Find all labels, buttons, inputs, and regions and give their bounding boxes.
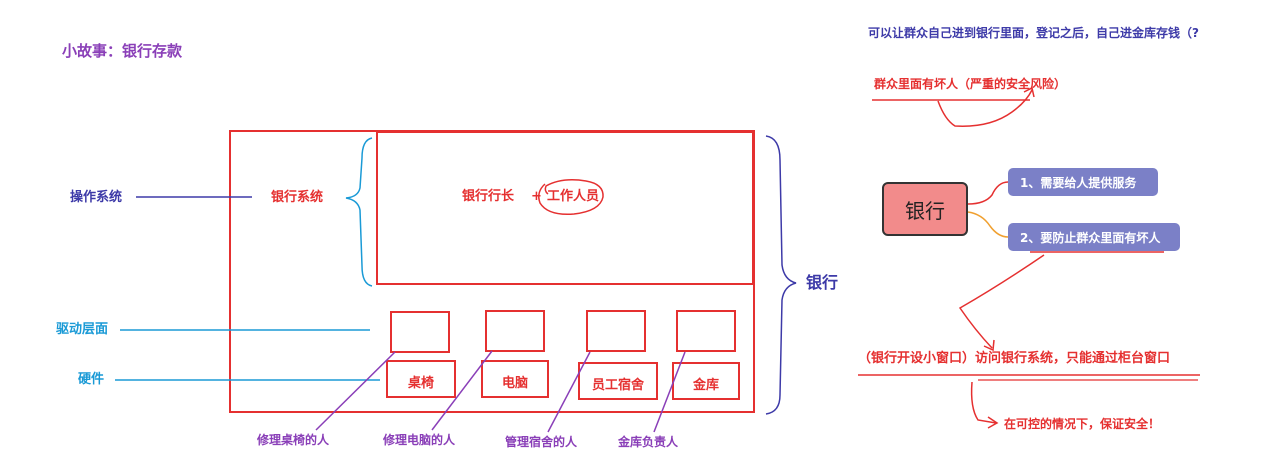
person-line-3: [547, 351, 591, 433]
person-label-4: 金库负责人: [618, 435, 679, 449]
staff-main-label: 银行行长: [462, 189, 515, 204]
label-driver: 驱动层面: [56, 322, 109, 337]
solution-arrowhead: [983, 339, 995, 352]
conclusion-arrowhead: [987, 416, 999, 429]
risk-arrowhead: [1023, 86, 1035, 98]
bank-system-label: 银行系统: [271, 190, 324, 205]
bank-system-box: [376, 131, 754, 285]
person-label-1: 修理桌椅的人: [257, 433, 330, 447]
mindmap-root-node: 银行: [882, 182, 968, 236]
plus-sign: +: [531, 189, 542, 204]
person-line-1: [315, 351, 396, 431]
person-label-3: 管理宿舍的人: [505, 435, 578, 449]
driver-box-3: [586, 310, 646, 352]
hardware-label-4: 金库: [692, 378, 719, 393]
bank-brace-label: 银行: [806, 273, 839, 292]
bank-right-brace: [765, 135, 797, 415]
bank-system-brace: [345, 137, 373, 287]
hardware-label-1: 桌椅: [407, 376, 434, 391]
person-line-2: [431, 350, 493, 431]
hardware-box-1: [386, 360, 456, 398]
driver-box-2: [485, 310, 545, 352]
hardware-box-3: [578, 362, 658, 400]
label-hardware: 硬件: [78, 372, 105, 387]
branch-connector-2: [967, 211, 1009, 238]
risk-text: 群众里面有坏人（严重的安全风险）: [874, 77, 1067, 91]
driver-box-4: [676, 310, 736, 352]
label-os: 操作系统: [70, 190, 123, 205]
conclusion-arrow: [970, 381, 997, 424]
hardware-box-2: [481, 360, 549, 398]
solution-text: （银行开设小窗口）访问银行系统，只能通过柜台窗口: [858, 351, 1171, 366]
page-title: 小故事：银行存款: [62, 42, 183, 60]
question-text: 可以让群众自己进到银行里面，登记之后，自己进金库存钱（?: [868, 26, 1199, 40]
bank-outer-box: [229, 130, 755, 413]
person-label-2: 修理电脑的人: [383, 433, 456, 447]
mindmap-branch-1: 1、需要给人提供服务: [1008, 168, 1158, 196]
person-line-4: [653, 351, 686, 433]
risk-arrow: [937, 89, 1033, 127]
driver-box-1: [390, 311, 450, 353]
staff-workers-label: 工作人员: [547, 189, 600, 204]
hardware-label-2: 电脑: [501, 376, 528, 391]
solution-arrow: [958, 254, 1045, 349]
conclusion-text: 在可控的情况下，保证安全！: [1004, 417, 1161, 431]
mindmap-branch-2: 2、要防止群众里面有坏人: [1008, 223, 1180, 251]
workers-scribble: [538, 179, 604, 216]
branch-connector-1: [967, 181, 1009, 205]
hardware-label-3: 员工宿舍: [591, 378, 644, 393]
